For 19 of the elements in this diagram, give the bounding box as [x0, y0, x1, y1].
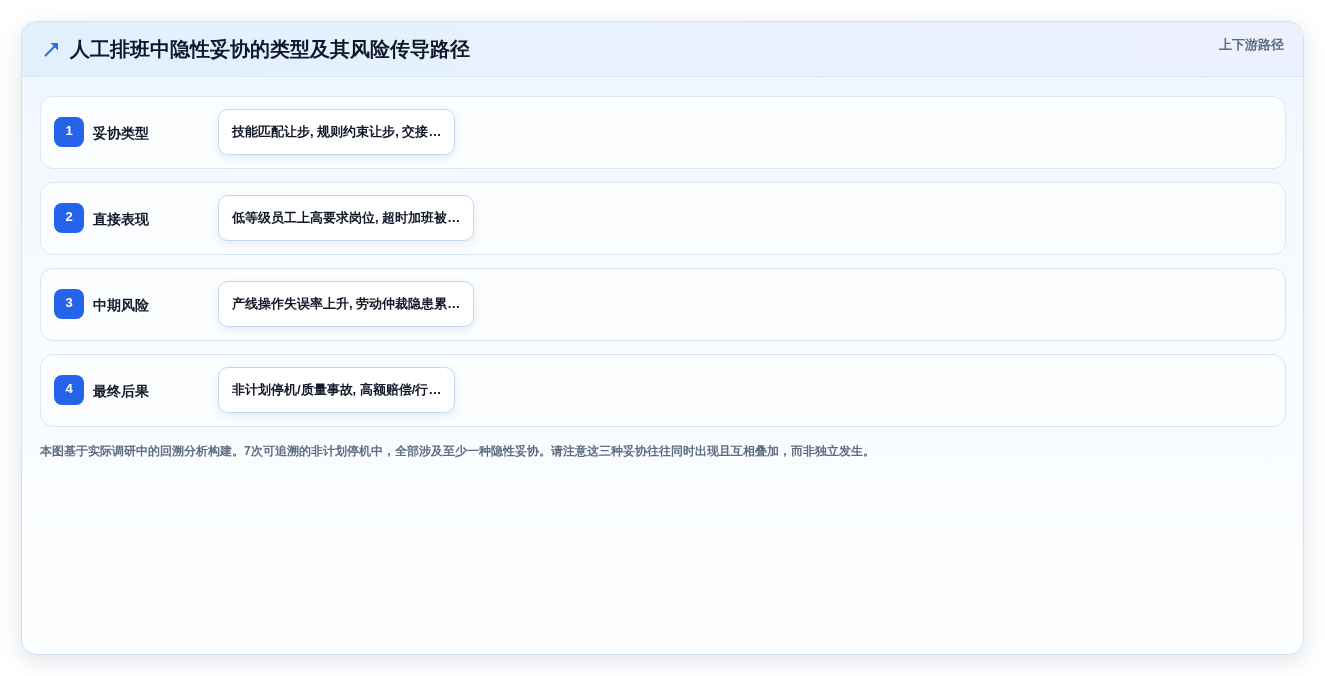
detail-box: 低等级员工上高要求岗位, 超时加班被…	[218, 195, 475, 241]
row-label: 妥协类型	[93, 124, 149, 143]
row-label: 中期风险	[93, 296, 149, 315]
title: 人工排班中隐性妥协的类型及其风险传导路径	[70, 37, 470, 62]
number-badge: 3	[54, 289, 84, 319]
number-badge: 4	[54, 375, 84, 405]
number-badge: 1	[54, 117, 84, 147]
detail-box: 技能匹配让步, 规则约束让步, 交接…	[218, 109, 456, 155]
row-label: 最终后果	[93, 382, 149, 401]
row-panel	[40, 354, 1286, 427]
number-badge: 2	[54, 203, 84, 233]
detail-box: 非计划停机/质量事故, 高额赔偿/行…	[218, 367, 456, 413]
row-label: 直接表现	[93, 210, 149, 229]
row-panel	[40, 268, 1286, 341]
note-text: 本图基于实际调研中的回溯分析构建。7次可追溯的非计划停机中，全部涉及至少一种隐性妥协。请注意这三种妥协往往同时出现且互相叠加，而非独立发生。	[40, 443, 875, 459]
detail-box: 产线操作失误率上升, 劳动仲裁隐患累…	[218, 281, 475, 327]
tag-label: 上下游路径	[1219, 36, 1284, 54]
row-panel	[40, 182, 1286, 255]
row-panel	[40, 96, 1286, 169]
